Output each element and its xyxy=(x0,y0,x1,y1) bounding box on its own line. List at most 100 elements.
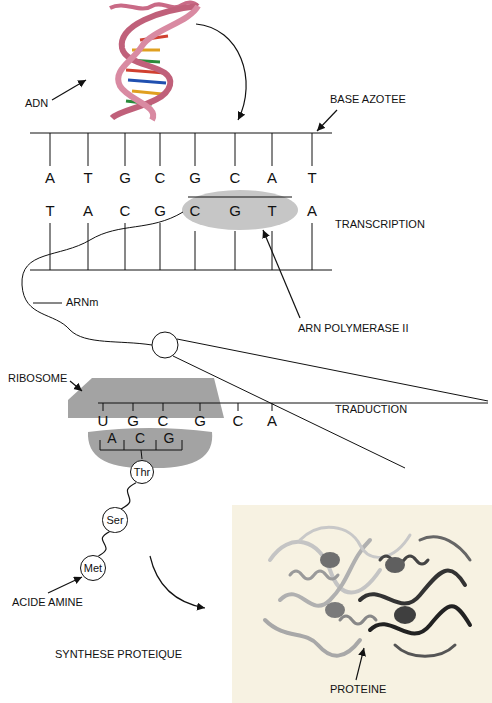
nucleotide-letter: T xyxy=(83,169,92,186)
nucleotide-letter: G xyxy=(229,202,241,219)
process-label: SYNTHESE PROTEIQUE xyxy=(55,648,182,661)
codon-letter: C xyxy=(158,412,169,429)
codon-letter: C xyxy=(233,412,244,429)
anticodon-letter: C xyxy=(135,430,145,446)
amino-acid-name: Ser xyxy=(106,515,123,526)
ribosome-small-subunit xyxy=(88,428,212,468)
nucleotide-letter: G xyxy=(119,169,131,186)
leader-arrow xyxy=(317,110,337,131)
part-label: ARN POLYMERASE II xyxy=(298,322,408,334)
part-label: ARNm xyxy=(66,296,98,308)
codon-letter: G xyxy=(127,412,139,429)
nucleotide-letter: A xyxy=(307,202,317,219)
mrna-zoom xyxy=(98,403,488,411)
mrna-strand xyxy=(22,212,183,345)
part-label: RIBOSOME xyxy=(8,372,67,385)
protein-panel xyxy=(232,505,492,703)
nucleotide-letter: C xyxy=(120,202,131,219)
nucleotide-letter: C xyxy=(230,169,241,186)
process-label: TRANSCRIPTION xyxy=(335,218,425,231)
codon-letter: C xyxy=(233,412,244,429)
amino-acid-circle: Thr xyxy=(130,460,155,485)
process-label: TRADUCTION xyxy=(335,403,407,415)
part-label: PROTEINE xyxy=(330,683,386,695)
codon-letter: A xyxy=(267,412,277,429)
nucleotide-letter: C xyxy=(155,169,166,186)
part-label: BASE AZOTEE xyxy=(330,93,406,106)
nucleotide-letter: G xyxy=(189,169,201,186)
nucleotide-letter: C xyxy=(230,169,241,186)
part-label: ARN POLYMERASE II xyxy=(298,322,408,335)
part-label: ACIDE AMINE xyxy=(12,596,83,609)
protein-picture xyxy=(265,527,470,656)
leader-arrow xyxy=(52,80,86,100)
nucleotide-letter: T xyxy=(267,202,276,219)
leader-line xyxy=(33,303,62,304)
zoom-circle xyxy=(152,332,178,358)
nucleotide-letter: G xyxy=(229,202,241,219)
nucleotide-letter: T xyxy=(83,169,92,186)
process-label: TRANSCRIPTION xyxy=(335,218,425,230)
leader-arrow xyxy=(48,577,82,593)
nucleotide-letter: C xyxy=(155,169,166,186)
part-label: BASE AZOTEE xyxy=(330,93,406,105)
peptide-bond xyxy=(121,483,136,509)
anticodon-letter: A xyxy=(107,430,116,446)
nucleotide-letter: T xyxy=(45,202,54,219)
codon-letter: U xyxy=(98,412,109,429)
part-label: ADN xyxy=(25,97,48,110)
base-pair xyxy=(132,91,162,94)
flow-arrow xyxy=(150,556,205,608)
peptide-bond xyxy=(98,531,109,556)
nucleotide-letter: A xyxy=(45,169,55,186)
anticodon-letter: G xyxy=(164,430,175,446)
anticodon-letter: G xyxy=(164,430,175,446)
nucleotide-letter: G xyxy=(154,202,166,219)
base-pair xyxy=(128,80,166,83)
nucleotide-letter: A xyxy=(267,169,277,186)
dna-strand xyxy=(118,6,198,120)
nucleotide-letter: G xyxy=(154,202,166,219)
nucleotide-letter: G xyxy=(119,169,131,186)
nucleotide-letter: C xyxy=(190,202,201,219)
codon-letter: G xyxy=(127,412,139,429)
amino-acid-name: Thr xyxy=(134,467,151,478)
nucleotide-letter: A xyxy=(307,202,317,219)
flow-arrow xyxy=(196,24,246,120)
nucleotide-letter: C xyxy=(190,202,201,219)
nucleotide-letter: A xyxy=(45,169,55,186)
codon-letter: U xyxy=(98,412,109,429)
leader-arrow xyxy=(70,381,82,391)
nucleotide-letter: T xyxy=(307,169,316,186)
codon-letter: C xyxy=(158,412,169,429)
leader-arrow xyxy=(356,648,364,680)
part-label: ARNm xyxy=(66,296,98,309)
nucleotide-letter: G xyxy=(189,169,201,186)
nucleotide-letter: T xyxy=(45,202,54,219)
dna-picture xyxy=(110,2,198,120)
nucleotide-letter: A xyxy=(83,202,93,219)
polymerase-shape xyxy=(182,190,298,230)
amino-acid-name: Met xyxy=(84,563,102,574)
leader-arrow xyxy=(263,230,300,318)
strand-segment xyxy=(188,197,292,198)
amino-acid-circle: Met xyxy=(80,555,106,581)
part-label: PROTEINE xyxy=(330,683,386,696)
nucleotide-letter: T xyxy=(267,202,276,219)
codon-letter: A xyxy=(267,412,277,429)
process-label: SYNTHESE PROTEIQUE xyxy=(55,648,182,660)
nucleotide-letter: A xyxy=(267,169,277,186)
nucleotide-letter: A xyxy=(83,202,93,219)
process-label: TRADUCTION xyxy=(335,403,407,416)
amino-acid-circle: Ser xyxy=(102,507,127,532)
anticodon-letter: A xyxy=(107,430,116,446)
part-label: ACIDE AMINE xyxy=(12,596,83,608)
part-label: ADN xyxy=(25,97,48,109)
part-label: RIBOSOME xyxy=(8,372,67,384)
double-strand xyxy=(30,133,332,270)
zoom-line xyxy=(177,339,488,401)
nucleotide-letter: C xyxy=(120,202,131,219)
codon-letter: G xyxy=(194,412,206,429)
nucleotide-letter: T xyxy=(307,169,316,186)
codon-letter: G xyxy=(194,412,206,429)
